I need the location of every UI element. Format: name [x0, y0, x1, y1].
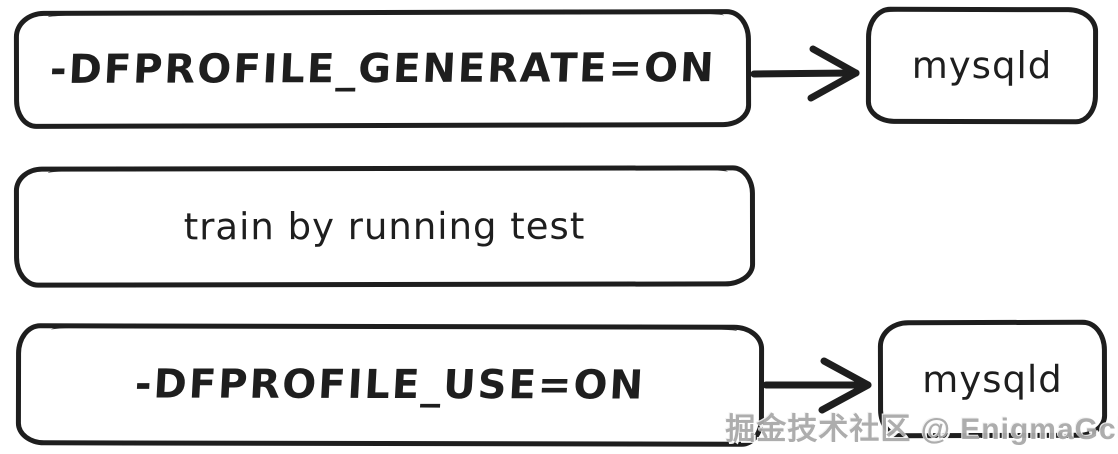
arrow-right-icon	[750, 45, 860, 102]
node-generate-flag: -DFPROFILE_GENERATE=ON	[13, 9, 752, 129]
node-generate-flag-label: -DFPROFILE_GENERATE=ON	[48, 45, 717, 93]
node-mysqld-top: mysqld	[865, 6, 1099, 125]
node-use-flag-label: -DFPROFILE_USE=ON	[133, 361, 647, 409]
node-train-step-label: train by running test	[183, 204, 586, 249]
node-mysqld-bottom-label: mysqld	[922, 357, 1063, 401]
node-mysqld-top-label: mysqld	[911, 43, 1053, 88]
watermark: 掘金技术社区 @ EnigmaGcl	[725, 413, 1118, 446]
arrow-right-icon	[762, 357, 872, 414]
node-train-step: train by running test	[13, 165, 756, 288]
node-use-flag: -DFPROFILE_USE=ON	[15, 323, 765, 447]
